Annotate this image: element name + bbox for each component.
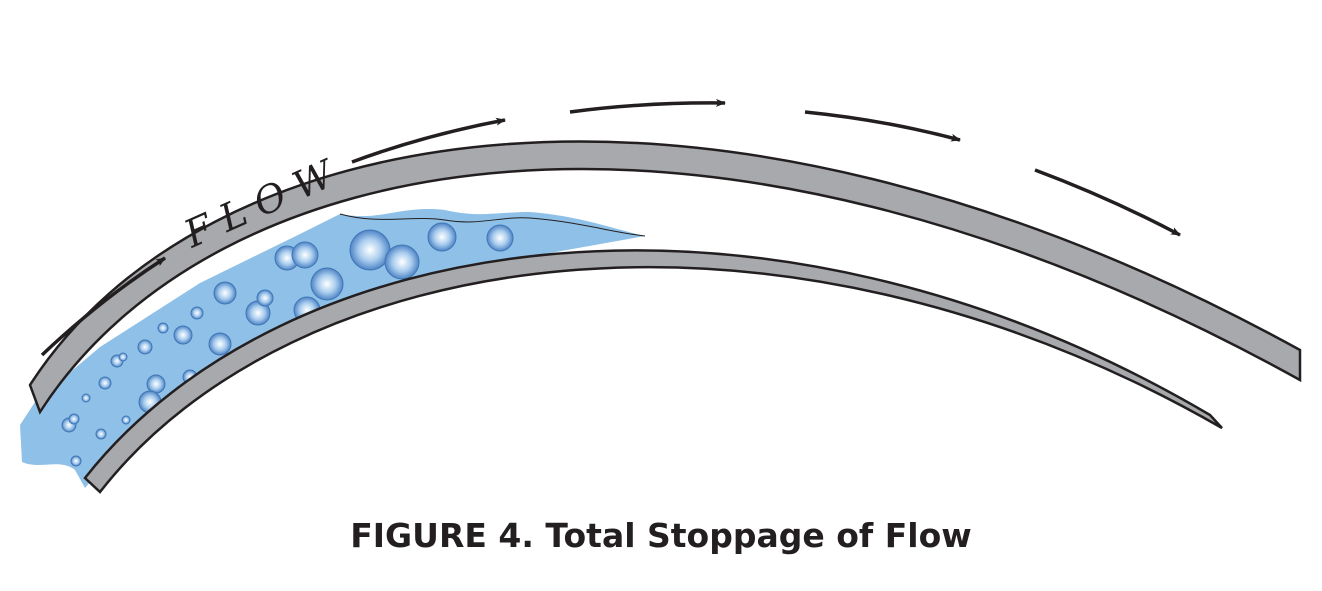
bubble bbox=[68, 413, 80, 425]
lower-pipe-wall bbox=[83, 249, 1223, 494]
bubble bbox=[349, 229, 391, 271]
flow-arrows bbox=[40, 98, 1181, 357]
upper-pipe-wall bbox=[28, 140, 1302, 415]
flow-arrow-icon bbox=[569, 98, 726, 114]
bubble bbox=[121, 415, 131, 425]
bubble bbox=[190, 306, 204, 320]
bubble bbox=[384, 244, 420, 280]
bubble bbox=[208, 332, 232, 356]
bubble bbox=[291, 241, 319, 269]
bubble bbox=[486, 224, 514, 252]
bubble bbox=[70, 455, 82, 467]
flow-arrow-icon bbox=[351, 117, 506, 164]
bubble bbox=[427, 222, 457, 252]
flow-arrow-icon bbox=[804, 110, 961, 142]
flow-arrow-icon bbox=[1034, 168, 1181, 237]
bubble bbox=[213, 281, 237, 305]
bubbles bbox=[61, 222, 514, 467]
bubble bbox=[157, 322, 169, 334]
bubble bbox=[310, 267, 344, 301]
bubble bbox=[95, 428, 107, 440]
bubble bbox=[256, 289, 274, 307]
bubble bbox=[81, 393, 91, 403]
fluid-surface-wave bbox=[339, 213, 646, 237]
bubble bbox=[118, 352, 128, 362]
bubble bbox=[146, 374, 166, 394]
flow-arrow-icon bbox=[40, 256, 166, 357]
bubble bbox=[173, 325, 193, 345]
figure-caption: FIGURE 4. Total Stoppage of Flow bbox=[350, 516, 972, 555]
bubble bbox=[137, 339, 153, 355]
bubble bbox=[98, 376, 112, 390]
